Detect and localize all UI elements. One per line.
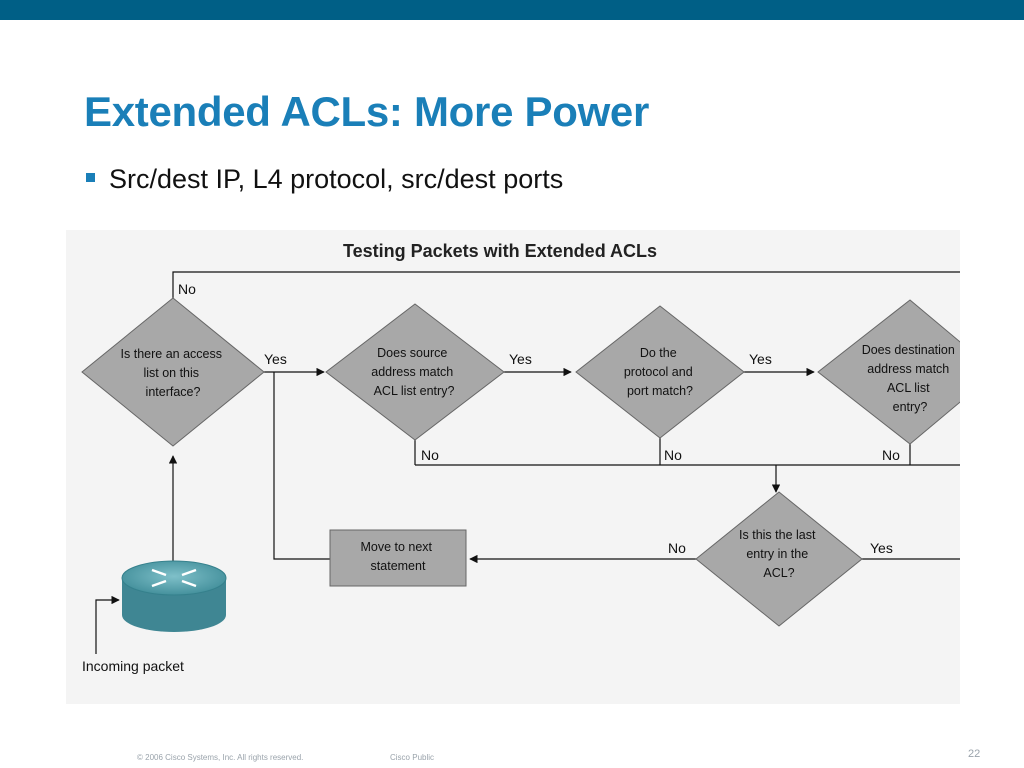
decision-dest-match-text: Does destination address match ACL list …	[862, 343, 959, 414]
bullet-marker	[86, 173, 95, 182]
decision-source-match	[325, 303, 505, 441]
incoming-arrow	[95, 595, 120, 654]
flowchart-panel: Testing Packets with Extended ACLs	[66, 230, 960, 704]
decision-dest-match	[817, 299, 960, 445]
page-number: 22	[968, 748, 981, 760]
bullet-text: Src/dest IP, L4 protocol, src/dest ports	[109, 164, 564, 194]
label-no-dest: No	[882, 447, 900, 463]
label-incoming-packet: Incoming packet	[82, 658, 184, 674]
label-yes-last: Yes	[870, 540, 893, 556]
footer-classification: Cisco Public	[390, 753, 435, 762]
label-yes-2: Yes	[509, 351, 532, 367]
decision-source-match-text: Does source address match ACL list entry…	[371, 346, 456, 398]
process-next-statement-text: Move to next statement	[360, 540, 435, 573]
flowchart: Testing Packets with Extended ACLs	[81, 241, 960, 674]
top-bar	[0, 0, 1024, 20]
router-icon	[121, 560, 227, 632]
diagram-title: Testing Packets with Extended ACLs	[343, 241, 657, 261]
footer-copyright: © 2006 Cisco Systems, Inc. All rights re…	[137, 753, 304, 762]
decision-last-entry-text: Is this the last entry in the ACL?	[739, 528, 819, 580]
label-no-last: No	[668, 540, 686, 556]
label-yes-1: Yes	[264, 351, 287, 367]
process-next-statement	[329, 529, 467, 587]
label-no-source: No	[421, 447, 439, 463]
return-line	[273, 372, 330, 560]
bullet-item: Src/dest IP, L4 protocol, src/dest ports	[86, 164, 563, 195]
label-no-protocol: No	[664, 447, 682, 463]
decision-protocol-port	[575, 305, 745, 439]
label-no-top: No	[178, 281, 196, 297]
label-yes-3: Yes	[749, 351, 772, 367]
decision-last-entry	[695, 491, 863, 627]
decision-access-list-text: Is there an access list on this interfac…	[121, 347, 226, 399]
decision-protocol-port-text: Do the protocol and port match?	[624, 346, 696, 398]
decision-access-list	[81, 297, 265, 447]
slide-title: Extended ACLs: More Power	[84, 88, 650, 135]
no-loop-line	[172, 271, 960, 298]
